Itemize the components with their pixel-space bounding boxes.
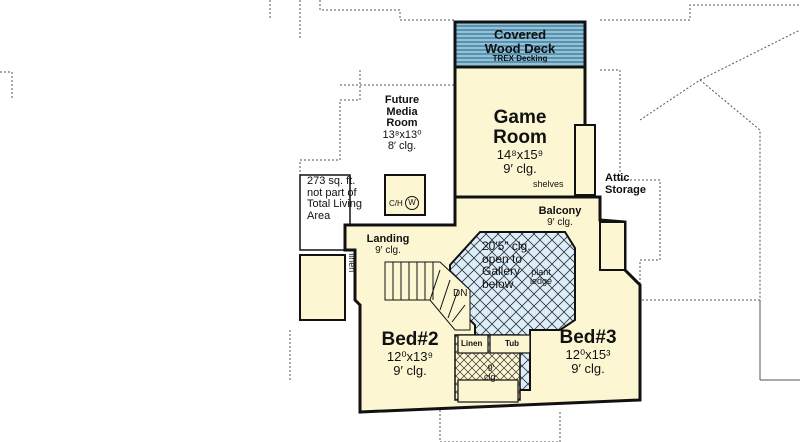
landing-ceiling: 9′ clg. [375,244,401,256]
attic-name-2: Storage [605,183,646,196]
open-line-3: Gallery [482,264,521,279]
bed3-size: 12⁰x15³ [565,346,611,362]
tub-label: Tub [505,339,520,348]
attic-name-1: Attic [605,172,630,184]
plant-line-1: plant [531,267,551,277]
bath-ceiling-label: 9′clg. [484,363,499,383]
landing-linen-label: linen [347,253,358,273]
bed2-ceiling: 9′ clg. [393,362,427,378]
open-line-2: open to [482,251,523,266]
media-ceiling: 8′ clg. [387,140,417,153]
shelves-label: shelves [533,179,564,189]
plant-line-2: ledge [530,276,553,287]
note-line-4: Area [307,209,331,222]
open-line-4: below [482,276,514,291]
stairs [384,261,471,331]
game-name-1: Game [493,107,547,128]
deck-name-2: Wood Deck [484,40,556,56]
bath-ceiling-1: 9′ [487,363,495,373]
note-line-2: not part of [307,186,357,199]
landing-name: Landing [366,233,410,245]
media-name-1: Future [384,94,420,106]
bed3-ceiling: 9′ clg. [571,360,605,376]
bed2-name: Bed#2 [381,329,439,350]
bed2-size: 12⁰x13⁹ [386,348,434,364]
bath-ceiling-2: clg. [484,372,499,383]
game-size: 14⁸x15⁹ [496,146,544,162]
note-line-1: 273 sq. ft. [307,175,356,187]
balcony-ceiling: 9′ clg. [547,216,573,228]
stairs-down-label: DN [453,288,468,299]
open-line-1: 20′5″ clg. [482,239,531,253]
media-name-2: Media [386,105,418,118]
media-name-3: Room [386,117,418,130]
bed3-name: Bed#3 [559,327,617,348]
water-heater-icon: W [405,196,419,210]
deck-name-1: Covered [493,27,547,42]
media-size: 13⁸x13⁰ [382,128,422,141]
note-line-3: Total Living [307,198,363,211]
deck-note: TREX Decking [492,54,548,64]
ac-unit-label: C/H [389,199,403,208]
bath-linen-label: Linen [461,339,483,348]
balcony-name: Balcony [538,205,582,217]
walls [299,20,642,414]
game-name-2: Room [493,126,547,148]
game-ceiling: 9′ clg. [503,160,537,176]
